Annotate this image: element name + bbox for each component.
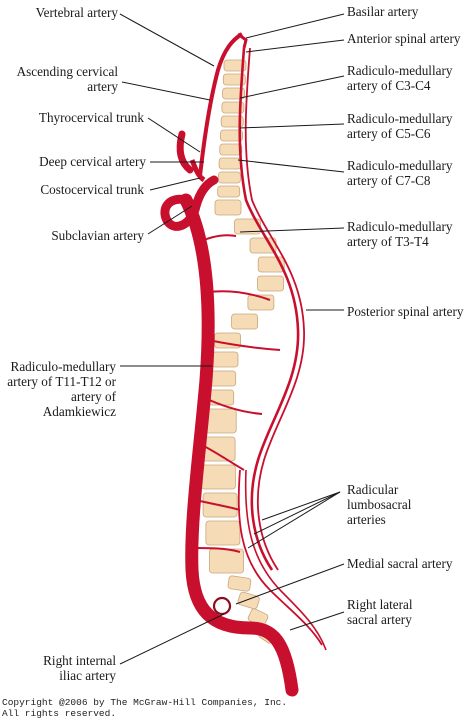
leader-anterior-spinal (245, 39, 345, 53)
vertebral-body (221, 101, 245, 114)
vertebral-body (227, 575, 252, 592)
leader-rm-t3t4 (239, 227, 345, 233)
vertebral-body (231, 313, 259, 330)
segmental-branch (203, 234, 237, 241)
leader-right-lateral-sacral (289, 611, 345, 631)
label-leader-lines (119, 13, 345, 665)
vertebral-artery-vessel (198, 32, 244, 177)
descending-aorta (179, 193, 299, 697)
label-right-internal-iliac-line1: Right internal (43, 653, 116, 668)
thyrocervical-vessel (176, 130, 194, 174)
label-rm-c3c4-line2: artery of C3-C4 (347, 78, 431, 93)
leader-basilar (245, 13, 345, 39)
vertebral-body (217, 171, 241, 184)
segmental-branch (193, 547, 241, 553)
vertebral-body (207, 389, 235, 406)
copyright-line1: Copyright @2006 by The McGraw-Hill Compa… (2, 697, 288, 708)
vertebral-body (223, 59, 247, 72)
sacral-vessel-1 (237, 469, 323, 646)
label-rm-c5c6-line1: Radiculo-medullary (347, 111, 453, 126)
leader-internal-iliac (119, 613, 225, 665)
label-rm-c5c6-line2: artery of C5-C6 (347, 126, 431, 141)
segmental-branch (199, 443, 245, 471)
vertebral-body (205, 520, 241, 546)
label-costocervical-trunk: Costocervical trunk (40, 182, 144, 197)
leader-ascending-cervical (121, 81, 211, 101)
vertebral-body (222, 73, 246, 86)
posterior-spinal-vessel (244, 47, 305, 571)
label-vertebral-artery: Vertebral artery (35, 5, 118, 20)
label-anterior-spinal-artery: Anterior spinal artery (347, 31, 461, 46)
leader-rm-c3c4 (239, 75, 345, 99)
leader-costocervical (149, 177, 201, 191)
label-radicular-lumbosacral-line1: Radicular (347, 482, 399, 497)
vertebral-body (220, 115, 244, 128)
vertebral-body (211, 351, 239, 368)
vertebral-body (218, 157, 242, 170)
label-right-lateral-sacral-line2: sacral artery (347, 612, 412, 627)
label-rm-t3t4-line2: artery of T3-T4 (347, 234, 429, 249)
anterior-spinal-vessel (238, 47, 300, 571)
leader-subclavian (147, 205, 193, 235)
label-rm-t3t4-line1: Radiculo-medullary (347, 219, 453, 234)
segmental-branch (207, 290, 271, 301)
label-rm-c7c8-line1: Radiculo-medullary (347, 158, 453, 173)
vertebral-body (219, 143, 243, 156)
leader-lumbosacral-a (261, 491, 341, 521)
label-radicular-lumbosacral-line2: lumbosacral (347, 497, 412, 512)
label-rm-c7c8-line2: artery of C7-C8 (347, 173, 431, 188)
vertebral-body (200, 464, 236, 490)
leader-lumbosacral-b (253, 491, 341, 535)
label-right-internal-iliac-line2: iliac artery (59, 668, 116, 683)
leader-vertebral (119, 13, 215, 67)
leader-lumbosacral-c (247, 491, 341, 549)
label-adamkiewicz-line2: artery of T11-T12 or (7, 374, 116, 389)
label-basilar-artery: Basilar artery (347, 4, 419, 19)
leader-rm-c7c8 (237, 159, 345, 173)
segmental-branch (195, 499, 241, 511)
leader-thyrocervical (147, 117, 201, 153)
label-ascending-cervical-line1: Ascending cervical (16, 64, 118, 79)
label-rm-c3c4-line1: Radiculo-medullary (347, 63, 453, 78)
label-adamkiewicz-line3: artery of (70, 389, 116, 404)
leader-medial-sacral (235, 563, 345, 605)
subclavian-artery (160, 175, 219, 231)
vertebral-body (257, 275, 284, 292)
vertebral-body (222, 87, 246, 100)
label-posterior-spinal-artery: Posterior spinal artery (347, 304, 464, 319)
vertebral-body (214, 199, 242, 216)
label-right-lateral-sacral-line1: Right lateral (347, 597, 413, 612)
label-medial-sacral-artery: Medial sacral artery (347, 556, 453, 571)
copyright-line2: All rights reserved. (2, 708, 117, 719)
vertebral-body (220, 129, 243, 142)
vertebral-body (209, 370, 237, 387)
label-adamkiewicz-line4: Adamkiewicz (42, 404, 116, 419)
segmental-branch (207, 339, 281, 351)
vertebral-body (217, 185, 241, 198)
label-thyrocervical-trunk: Thyrocervical trunk (38, 110, 144, 125)
label-deep-cervical-artery: Deep cervical artery (39, 154, 146, 169)
vertebral-body (237, 591, 260, 610)
segmental-branch (204, 397, 263, 415)
basilar-vessel (237, 32, 248, 49)
label-radicular-lumbosacral-line3: arteries (347, 512, 386, 527)
leader-rm-c5c6 (239, 123, 345, 129)
arterial-tree (160, 32, 327, 697)
internal-iliac-ring (212, 596, 232, 616)
label-ascending-cervical-line2: artery (87, 79, 118, 94)
label-adamkiewicz-line1: Radiculo-medullary (10, 359, 116, 374)
label-subclavian-artery: Subclavian artery (51, 228, 144, 243)
vertebral-column (200, 59, 285, 644)
